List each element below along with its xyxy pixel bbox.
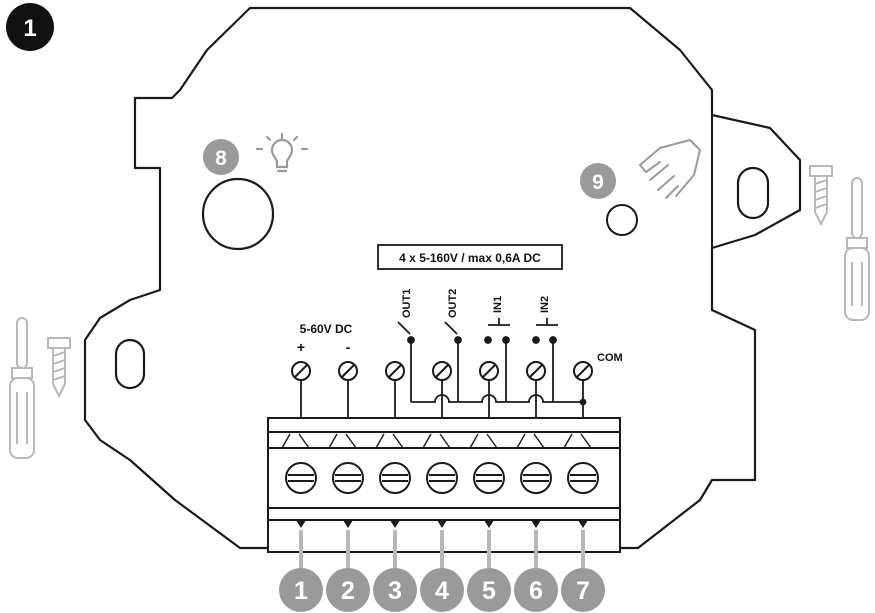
terminal-screw-2 <box>332 462 364 494</box>
screw-left-icon <box>47 337 71 399</box>
top-screw-4 <box>432 361 452 381</box>
svg-text:6: 6 <box>529 577 543 605</box>
figure-badge: 1 <box>6 3 54 51</box>
top-screw-6 <box>526 361 546 381</box>
out2-label: OUT2 <box>447 289 459 318</box>
supply-plus-label: + <box>297 339 305 355</box>
callout-led-number: 8 <box>215 147 227 170</box>
com-label: COM <box>597 352 623 364</box>
svg-text:4: 4 <box>435 577 449 605</box>
callout-button-number: 9 <box>592 171 604 194</box>
screwdriver-right-icon <box>844 177 870 321</box>
in2-label: IN2 <box>539 296 551 313</box>
left-mounting-hole <box>114 338 146 390</box>
terminal-block-teeth <box>281 433 592 449</box>
terminal-screw-4 <box>426 462 458 494</box>
top-screw-5 <box>479 361 499 381</box>
terminal-badge-1: 1 <box>279 568 323 612</box>
rating-box: 4 x 5-160V / max 0,6A DC <box>377 244 563 270</box>
figure-badge-number: 1 <box>23 15 36 42</box>
terminal-screws <box>285 462 599 494</box>
service-button <box>606 204 638 236</box>
svg-text:1: 1 <box>294 577 308 605</box>
light-bulb-icon <box>255 132 309 173</box>
in1-label: IN1 <box>492 296 504 313</box>
svg-text:2: 2 <box>341 577 355 605</box>
top-screw-7 <box>573 361 593 381</box>
internal-wiring <box>300 380 587 418</box>
terminal-badge-5: 5 <box>467 568 511 612</box>
terminal-badge-4: 4 <box>420 568 464 612</box>
top-screw-1 <box>291 361 311 381</box>
screw-right-icon <box>809 165 833 227</box>
terminal-wire-entries <box>296 520 588 528</box>
svg-text:3: 3 <box>388 577 402 605</box>
top-screw-3 <box>385 361 405 381</box>
out1-relay-symbol <box>397 321 415 402</box>
led-window <box>201 177 275 251</box>
terminal-badge-6: 6 <box>514 568 558 612</box>
out1-label: OUT1 <box>401 289 413 318</box>
terminal-badge-2: 2 <box>326 568 370 612</box>
terminal-screw-1 <box>285 462 317 494</box>
svg-text:7: 7 <box>576 577 590 605</box>
top-screws <box>291 361 593 381</box>
terminal-screw-6 <box>520 462 552 494</box>
out2-relay-symbol <box>444 321 462 402</box>
top-screw-2 <box>338 361 358 381</box>
terminal-badges: 1 2 3 4 5 6 7 <box>279 568 605 612</box>
supply-voltage-label: 5-60V DC <box>300 322 353 336</box>
terminal-leader-lines <box>299 530 585 572</box>
supply-minus-label: - <box>346 339 351 355</box>
terminal-screw-5 <box>473 462 505 494</box>
callout-button: 9 <box>580 163 616 199</box>
in2-input-symbol <box>532 318 558 402</box>
right-mounting-hole <box>736 166 770 220</box>
pointing-hand-icon <box>639 139 701 199</box>
rating-label: 4 x 5-160V / max 0,6A DC <box>399 251 541 265</box>
terminal-screw-7 <box>567 462 599 494</box>
screwdriver-left-icon <box>9 317 35 459</box>
terminal-badge-7: 7 <box>561 568 605 612</box>
svg-text:5: 5 <box>482 577 496 605</box>
in1-input-symbol <box>484 318 510 402</box>
terminal-screw-3 <box>379 462 411 494</box>
terminal-badge-3: 3 <box>373 568 417 612</box>
callout-led: 8 <box>203 139 239 175</box>
